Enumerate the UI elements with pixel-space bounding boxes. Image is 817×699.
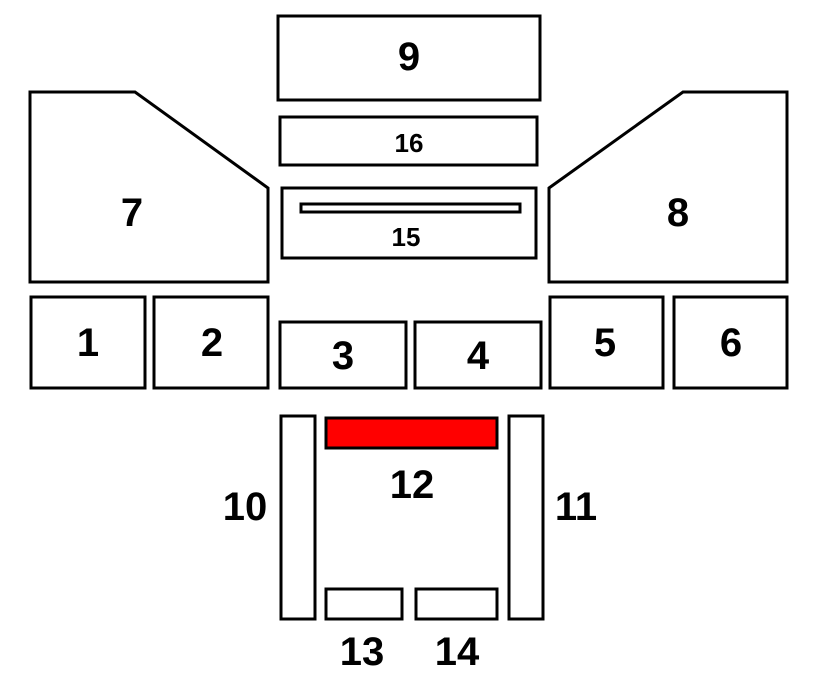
zone-16-label: 16: [395, 128, 424, 158]
zone-1[interactable]: 1: [29, 295, 147, 390]
zone-3-shape: [278, 320, 408, 390]
zone-7-label: 7: [121, 191, 143, 235]
zone-12-highlight-shape: [324, 416, 499, 450]
zone-10[interactable]: 10: [223, 414, 317, 621]
zone-6-label: 6: [720, 321, 742, 365]
zone-6-shape: [672, 295, 789, 390]
zone-13[interactable]: 13: [324, 587, 404, 674]
zone-5-shape: [548, 295, 665, 390]
zone-15-label: 15: [392, 222, 421, 252]
zone-6[interactable]: 6: [672, 295, 789, 390]
zone-7-shape: [28, 90, 270, 284]
zone-3[interactable]: 3: [278, 320, 408, 390]
zone-9[interactable]: 9: [276, 14, 542, 102]
zone-5-label: 5: [594, 321, 616, 365]
zone-10-label: 10: [223, 485, 268, 529]
zone-3-label: 3: [332, 334, 354, 378]
zone-14-shape: [414, 587, 499, 621]
zone-4-shape: [413, 320, 543, 390]
zone-1-shape: [29, 295, 147, 390]
zone-10-shape: [279, 414, 317, 621]
zone-11[interactable]: 11: [507, 414, 597, 621]
zone-4[interactable]: 4: [413, 320, 543, 390]
zone-12[interactable]: 12: [324, 416, 499, 507]
zone-11-label: 11: [555, 485, 597, 529]
zone-15-slot: [299, 202, 522, 214]
zone-8[interactable]: 8: [547, 90, 789, 284]
zone-16[interactable]: 16: [278, 115, 539, 167]
zone-9-shape: [276, 14, 542, 102]
zone-15-shape: [280, 186, 538, 260]
zone-2[interactable]: 2: [152, 295, 270, 390]
zone-1-label: 1: [77, 321, 99, 365]
zone-15[interactable]: 15: [280, 186, 538, 260]
zone-14[interactable]: 14: [414, 587, 499, 674]
zone-2-shape: [152, 295, 270, 390]
zone-4-label: 4: [467, 334, 490, 378]
zone-8-shape: [547, 90, 789, 284]
zone-2-label: 2: [201, 321, 223, 365]
zone-8-label: 8: [667, 191, 689, 235]
zone-14-label: 14: [435, 630, 480, 674]
zone-5[interactable]: 5: [548, 295, 665, 390]
zone-7[interactable]: 7: [28, 90, 270, 284]
zone-11-shape: [507, 414, 545, 621]
zone-13-label: 13: [340, 630, 385, 674]
zone-9-label: 9: [398, 35, 420, 79]
zone-16-shape: [278, 115, 539, 167]
zone-13-shape: [324, 587, 404, 621]
zone-12-label: 12: [390, 463, 435, 507]
